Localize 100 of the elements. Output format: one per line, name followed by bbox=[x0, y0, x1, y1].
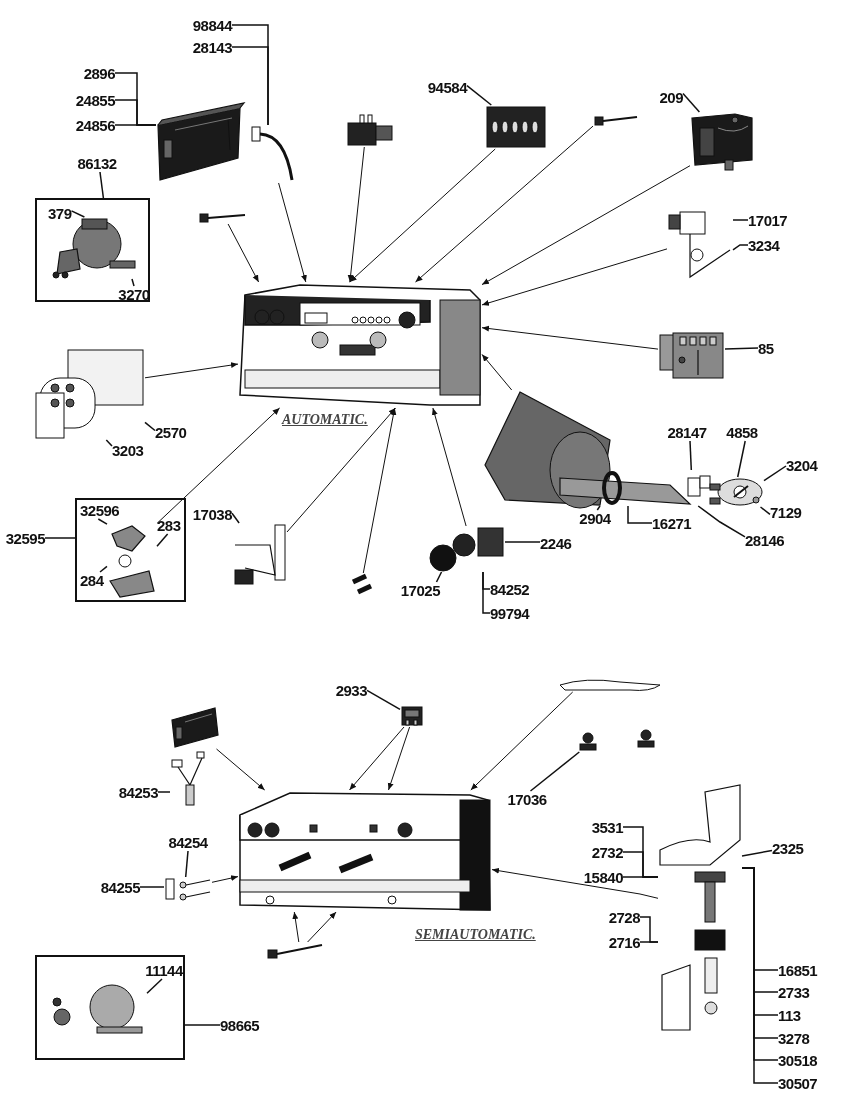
safety-thermostat-drawing bbox=[708, 477, 764, 507]
boiler-drawing bbox=[483, 390, 612, 508]
callout-number: 28143 bbox=[192, 39, 232, 56]
callout-number: 16851 bbox=[778, 962, 818, 979]
callout-number: 11144 bbox=[145, 962, 183, 979]
model-label: SEMIAUTOMATIC. bbox=[415, 927, 536, 943]
leader-line bbox=[741, 849, 773, 857]
callout-number: 2733 bbox=[778, 984, 810, 1001]
callout-number: 17038 bbox=[192, 506, 232, 523]
indicator-lamp-drawing bbox=[266, 942, 324, 960]
thermostat-drawing bbox=[667, 210, 733, 280]
assembly-arrow bbox=[491, 867, 659, 899]
leader-line bbox=[697, 505, 746, 538]
callout-number: 84254 bbox=[168, 834, 208, 851]
callout-number: 2896 bbox=[83, 65, 115, 82]
leader-line bbox=[157, 791, 171, 793]
callout-number: 3278 bbox=[778, 1030, 810, 1047]
callout-number: 283 bbox=[157, 517, 181, 534]
callout-number: 28147 bbox=[667, 424, 707, 441]
electronic-box-drawing bbox=[156, 100, 248, 182]
leader-line bbox=[759, 506, 771, 516]
leader-line bbox=[504, 541, 541, 543]
leader-line bbox=[732, 244, 749, 251]
callout-number: 98665 bbox=[220, 1017, 260, 1034]
leader-line bbox=[231, 46, 269, 126]
callout-number: 16271 bbox=[652, 515, 692, 532]
leader-line bbox=[139, 886, 165, 888]
assembly-arrow bbox=[278, 182, 307, 283]
rotary-switch-drawing bbox=[429, 526, 505, 572]
assembly-arrow bbox=[307, 911, 337, 943]
assembly-arrow bbox=[481, 325, 659, 350]
assembly-arrow bbox=[387, 726, 411, 791]
callout-number: 2728 bbox=[608, 909, 640, 926]
callout-number: 84253 bbox=[118, 784, 158, 801]
leader-line bbox=[763, 465, 787, 482]
leader-line bbox=[689, 440, 693, 471]
leader-line bbox=[596, 505, 601, 511]
assembly-arrow bbox=[347, 146, 365, 283]
callout-number: 113 bbox=[778, 1007, 801, 1024]
callout-number: 379 bbox=[48, 205, 72, 222]
callout-number: 28146 bbox=[745, 532, 785, 549]
cable-drawing bbox=[250, 125, 295, 183]
leader-line bbox=[156, 533, 169, 547]
leader-line bbox=[724, 347, 759, 350]
callout-number: 2246 bbox=[540, 535, 572, 552]
callout-number: 32595 bbox=[5, 530, 45, 547]
leader-line bbox=[146, 978, 163, 995]
callout-number: 17036 bbox=[507, 791, 547, 808]
leader-line bbox=[99, 565, 108, 573]
callout-number: 30507 bbox=[778, 1075, 818, 1092]
callout-number: 209 bbox=[659, 89, 683, 106]
callout-number: 30518 bbox=[778, 1052, 818, 1069]
relay-drawing bbox=[346, 113, 394, 147]
leader-line bbox=[44, 537, 76, 539]
pressure-switch-drawing bbox=[690, 112, 754, 172]
fitting-drawing bbox=[164, 877, 212, 903]
cable-drawing bbox=[170, 750, 206, 807]
callout-number: 84255 bbox=[100, 879, 140, 896]
assembly-arrow bbox=[470, 691, 574, 791]
leader-line bbox=[184, 850, 189, 878]
leader-line bbox=[131, 278, 135, 287]
callout-number: 7129 bbox=[770, 504, 802, 521]
leader-line bbox=[627, 505, 653, 524]
terminal-block-drawing bbox=[485, 105, 547, 149]
callout-number: 3531 bbox=[591, 819, 623, 836]
callout-number: 2732 bbox=[591, 844, 623, 861]
callout-number: 24855 bbox=[75, 92, 115, 109]
heating-element-drawing bbox=[558, 470, 712, 506]
assembly-arrow bbox=[156, 407, 281, 524]
leader-line bbox=[639, 941, 659, 943]
callout-number: 32596 bbox=[80, 502, 120, 519]
leader-line bbox=[184, 1024, 221, 1026]
rocker-switch-drawing bbox=[400, 705, 424, 727]
model-label: AUTOMATIC. bbox=[282, 412, 368, 428]
callout-number: 85 bbox=[758, 340, 774, 357]
kit-frame bbox=[35, 955, 185, 1060]
leader-line bbox=[231, 512, 240, 524]
leader-line bbox=[682, 92, 701, 113]
callout-number: 98844 bbox=[192, 17, 232, 34]
espresso-machine-drawing bbox=[238, 790, 492, 912]
callout-number: 2570 bbox=[155, 424, 187, 441]
solenoid-valve-drawing bbox=[658, 782, 742, 1032]
assembly-arrow bbox=[349, 148, 496, 283]
callout-number: 17017 bbox=[748, 212, 788, 229]
assembly-arrow bbox=[349, 726, 405, 791]
leader-line bbox=[70, 210, 86, 218]
contactor-drawing bbox=[658, 331, 725, 380]
leader-line bbox=[622, 876, 659, 878]
assembly-arrow bbox=[144, 362, 239, 379]
leader-line bbox=[105, 439, 113, 447]
callout-number: 4858 bbox=[726, 424, 758, 441]
callout-number: 2904 bbox=[579, 510, 611, 527]
leader-line bbox=[114, 124, 157, 126]
leader-line bbox=[435, 571, 443, 583]
assembly-arrow bbox=[211, 875, 239, 883]
assembly-arrow bbox=[481, 248, 668, 306]
callout-number: 94584 bbox=[427, 79, 467, 96]
callout-number: 2325 bbox=[772, 840, 804, 857]
assembly-arrow bbox=[227, 223, 260, 283]
leader-line bbox=[144, 421, 156, 432]
